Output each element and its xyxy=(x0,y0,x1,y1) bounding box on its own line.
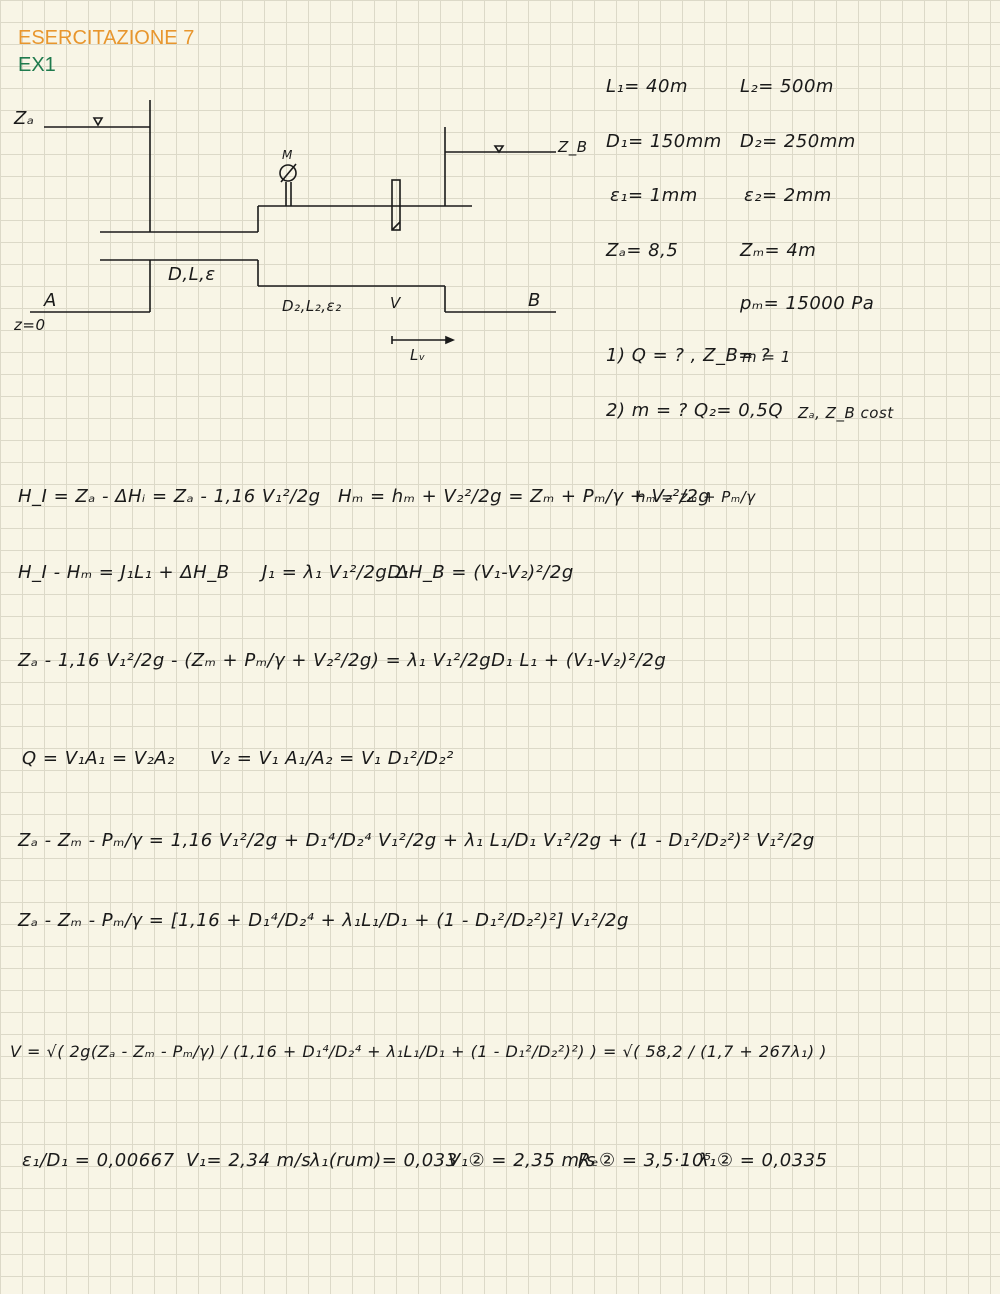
given-e2: ε₂= 2mm xyxy=(744,185,832,206)
equation-hi: H_I = Zₐ - ΔHᵢ = Zₐ - 1,16 V₁²/2g xyxy=(18,486,321,507)
given-za: Zₐ= 8,5 xyxy=(606,240,679,261)
equation-velocity: V = √( 2g(Zₐ - Zₘ - Pₘ/γ) / (1,16 + D₁⁴/… xyxy=(10,1042,827,1061)
pipe2-label: D₂,L₂,ε₂ xyxy=(282,297,342,315)
result-lambda1-iter2: λ₁② = 0,0335 xyxy=(698,1150,828,1171)
question-2: 2) m = ? Q₂= 0,5Q xyxy=(606,400,784,421)
given-l1: L₁= 40m xyxy=(606,76,688,97)
equation-hm-def: hₘ = zₘ + Pₘ/γ xyxy=(636,488,756,506)
equation-v2: V₂ = V₁ A₁/A₂ = V₁ D₁²/D₂² xyxy=(210,748,454,769)
valve-label: V xyxy=(390,294,401,312)
equation-energy: H_I - Hₘ = J₁L₁ + ΔH_B xyxy=(18,562,230,583)
equation-j1: J₁ = λ₁ V₁²/2gD₁ xyxy=(262,562,410,583)
manometer-label: M xyxy=(282,148,293,162)
question-1: 1) Q = ? , Z_B= ? xyxy=(606,345,771,366)
point-a-label: A xyxy=(44,290,57,311)
equation-borda: ΔH_B = (V₁-V₂)²/2g xyxy=(396,562,574,583)
given-l2: L₂= 500m xyxy=(740,76,834,97)
question-1-note: m = 1 xyxy=(742,348,791,366)
result-v1-iter2: V₁② = 2,35 m/s xyxy=(448,1150,596,1171)
equation-hm: Hₘ = hₘ + V₂²/2g = Zₘ + Pₘ/γ + V₂²/2g xyxy=(338,486,711,507)
given-e1: ε₁= 1mm xyxy=(610,185,698,206)
equation-continuity: Q = V₁A₁ = V₂A₂ xyxy=(22,748,175,769)
z0-label: z=0 xyxy=(14,316,46,334)
valve-length-label: Lᵥ xyxy=(410,346,426,364)
result-relative-roughness: ε₁/D₁ = 0,00667 xyxy=(22,1150,175,1171)
equation-collected: Zₐ - Zₘ - Pₘ/γ = [1,16 + D₁⁴/D₂⁴ + λ₁L₁/… xyxy=(18,910,629,931)
za-label: Zₐ xyxy=(14,108,35,129)
equation-expanded: Zₐ - 1,16 V₁²/2g - (Zₘ + Pₘ/γ + V₂²/2g) … xyxy=(18,650,667,671)
result-lambda1: λ₁(rum)= 0,033 xyxy=(310,1150,458,1171)
point-b-label: B xyxy=(528,290,541,311)
given-d2: D₂= 250mm xyxy=(740,131,856,152)
result-reynolds: Rₑ② = 3,5·10⁵ xyxy=(578,1150,712,1171)
equation-substituted: Zₐ - Zₘ - Pₘ/γ = 1,16 V₁²/2g + D₁⁴/D₂⁴ V… xyxy=(18,830,815,851)
given-pm: pₘ= 15000 Pa xyxy=(740,293,875,314)
given-zm: Zₘ= 4m xyxy=(740,240,817,261)
given-d1: D₁= 150mm xyxy=(606,131,722,152)
exercise-label: EX1 xyxy=(18,54,56,76)
page-title: ESERCITAZIONE 7 xyxy=(18,27,195,49)
zb-label: Z_B xyxy=(558,138,588,156)
pipe1-label: D,L,ε xyxy=(168,264,216,285)
question-2-note: Zₐ, Z_B cost xyxy=(798,404,894,422)
result-v1: V₁= 2,34 m/s xyxy=(186,1150,312,1171)
